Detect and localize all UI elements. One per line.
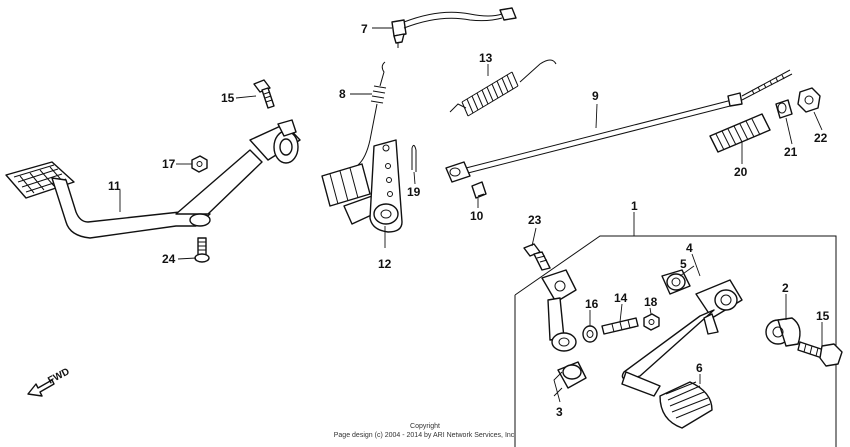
bolt-15-bottom[interactable] <box>797 341 843 367</box>
spring-20[interactable] <box>709 113 771 153</box>
washer-16[interactable] <box>582 325 598 343</box>
callout-10: 10 <box>470 209 484 223</box>
callout-20: 20 <box>734 165 748 179</box>
callout-13: 13 <box>479 51 493 65</box>
nut-18[interactable] <box>643 313 660 331</box>
collar-21[interactable] <box>775 99 793 119</box>
callout-15-bottom: 15 <box>816 309 830 323</box>
switch-spring[interactable] <box>357 61 387 166</box>
gearshift-assembly-frame <box>514 235 837 447</box>
nut-17[interactable] <box>191 155 208 173</box>
callout-6: 6 <box>696 361 703 375</box>
bolt-23[interactable] <box>523 243 551 271</box>
shift-arm[interactable] <box>541 269 587 389</box>
copyright-notice: Page design (c) 2004 - 2014 by ARI Netwo… <box>334 432 517 439</box>
callout-3: 3 <box>556 405 563 419</box>
joint-pin-10[interactable] <box>471 181 487 199</box>
callout-5: 5 <box>680 257 687 271</box>
return-spring[interactable] <box>449 59 557 117</box>
stop-switch[interactable] <box>391 7 517 48</box>
callout-4: 4 <box>686 241 693 255</box>
gearshift-pedal[interactable] <box>621 279 743 429</box>
callout-12: 12 <box>378 257 392 271</box>
callout-15-top: 15 <box>221 91 235 105</box>
bolt-15-top[interactable] <box>253 79 275 109</box>
joint-4-5[interactable] <box>661 269 691 295</box>
cotter-pin-19[interactable] <box>411 144 417 172</box>
callout-17: 17 <box>162 157 176 171</box>
callout-14: 14 <box>614 291 628 305</box>
callout-11: 11 <box>108 179 121 193</box>
callout-23: 23 <box>528 213 542 227</box>
bolt-24[interactable] <box>194 237 210 263</box>
callout-1: 1 <box>631 199 638 213</box>
bolt-14[interactable] <box>601 317 639 335</box>
adjust-nut-22[interactable] <box>797 87 821 113</box>
brake-rod[interactable] <box>445 69 793 183</box>
callout-21: 21 <box>784 145 798 159</box>
callout-16: 16 <box>585 297 599 311</box>
fwd-label: FWD <box>46 366 71 386</box>
forward-arrow-icon <box>27 379 55 397</box>
collar-2[interactable] <box>765 317 801 347</box>
callout-2: 2 <box>782 281 789 295</box>
callout-8: 8 <box>339 87 346 101</box>
copyright-title: Copyright <box>410 423 440 430</box>
callout-7: 7 <box>361 22 368 36</box>
brake-pedal[interactable] <box>5 119 301 239</box>
callout-labels: 11 15 17 24 7 8 12 19 13 9 10 20 21 22 2… <box>108 22 830 419</box>
callout-24: 24 <box>162 252 176 266</box>
brake-arm[interactable] <box>321 139 403 233</box>
callout-19: 19 <box>407 185 421 199</box>
callout-22: 22 <box>814 131 828 145</box>
callout-18: 18 <box>644 295 658 309</box>
leader-lines <box>119 27 823 403</box>
callout-9: 9 <box>592 89 599 103</box>
